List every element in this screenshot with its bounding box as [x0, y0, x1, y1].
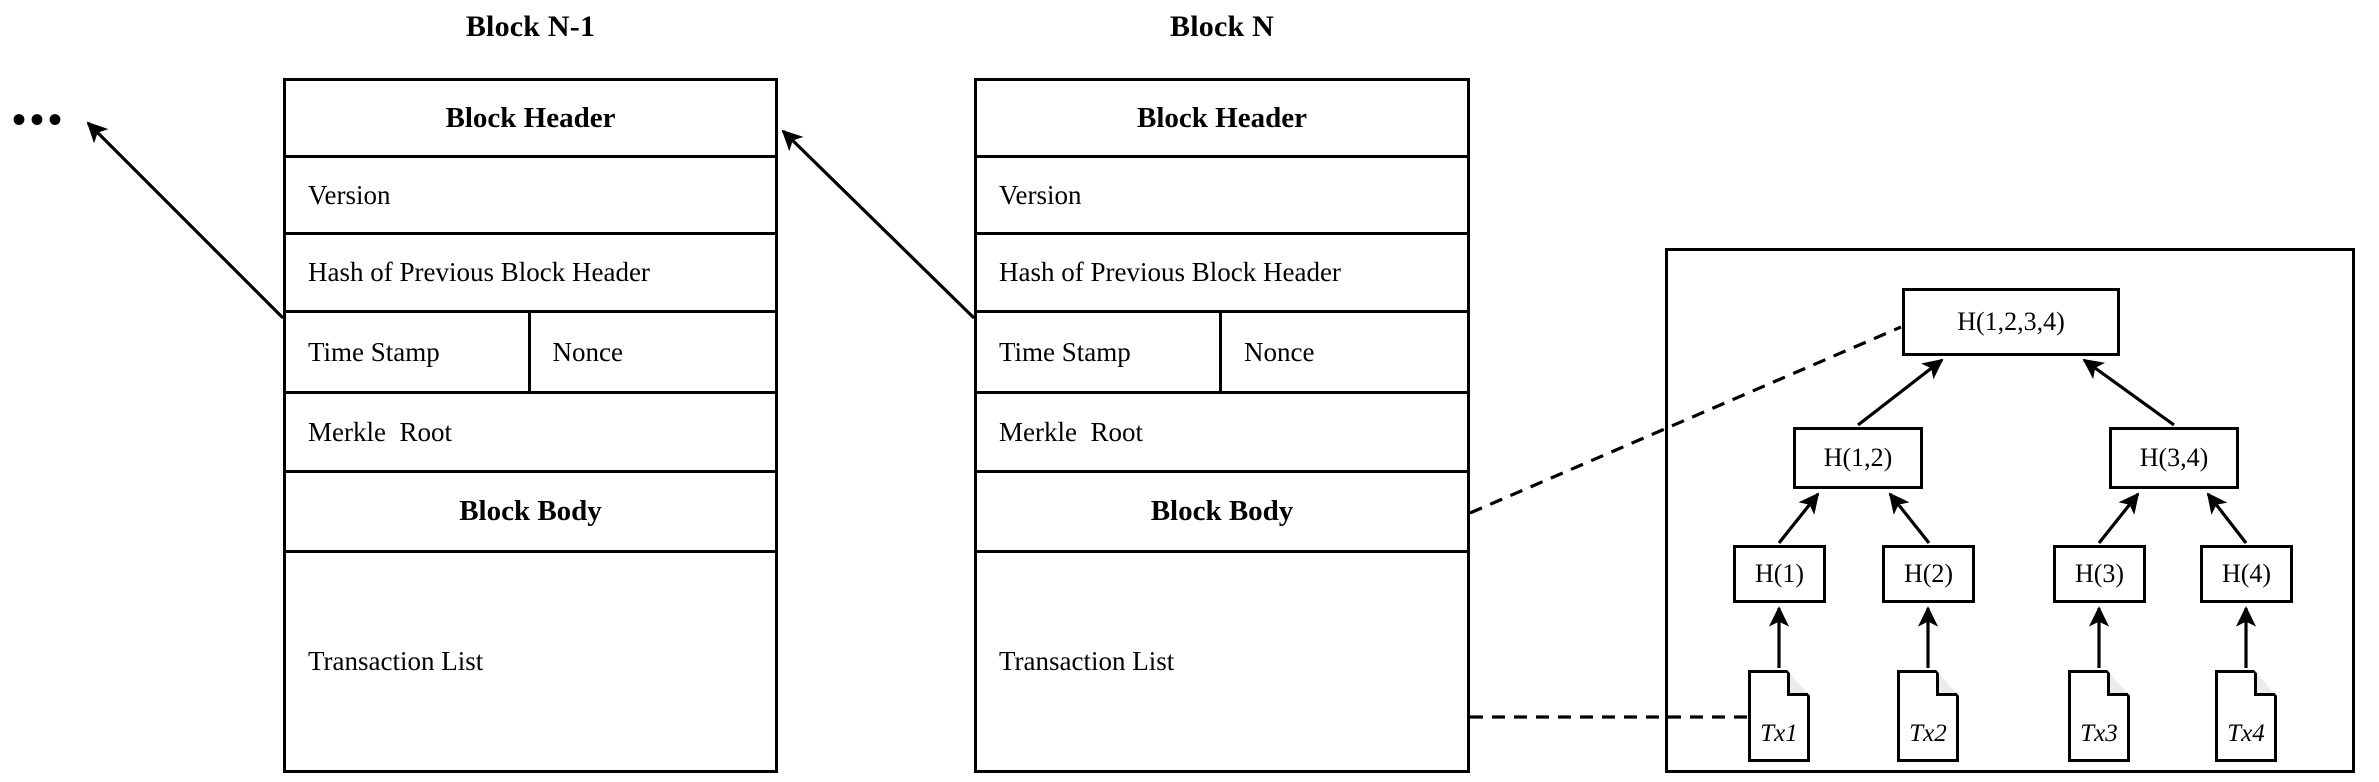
label-tx-list-prev: Transaction List [308, 646, 484, 676]
row-block-body-prev: Block Body [286, 473, 775, 553]
cell-timestamp-prev: Time Stamp [286, 313, 531, 391]
document-icon [1897, 670, 1959, 762]
merkle-node-h1: H(1) [1733, 545, 1826, 603]
merkle-node-h2: H(2) [1882, 545, 1975, 603]
row-prev-hash-curr: Hash of Previous Block Header [977, 235, 1467, 313]
tx-label-2: Tx2 [1909, 720, 1947, 747]
merkle-node-h3: H(3) [2053, 545, 2146, 603]
label-merkle-root-curr: Merkle Root [999, 416, 1143, 447]
label-timestamp-curr: Time Stamp [999, 336, 1131, 367]
cell-timestamp-curr: Time Stamp [977, 313, 1222, 391]
cell-nonce-curr: Nonce [1222, 313, 1467, 391]
tx-document-1: Tx1 [1748, 670, 1810, 762]
tx-document-4: Tx4 [2215, 670, 2277, 762]
label-merkle-root-prev: Merkle Root [308, 416, 452, 447]
label-prev-hash-prev: Hash of Previous Block Header [308, 257, 650, 287]
chain-arrow-to-previous [86, 121, 285, 320]
row-merkle-root-prev: Merkle Root [286, 394, 775, 473]
block-title-prev: Block N-1 [465, 10, 596, 43]
tx-label-3: Tx3 [2080, 720, 2118, 747]
tx-document-3: Tx3 [2068, 670, 2130, 762]
chain-arrow-prev-block [781, 129, 976, 320]
label-version-curr: Version [999, 179, 1082, 210]
row-merkle-root-curr: Merkle Root [977, 394, 1467, 473]
merkle-node-h12: H(1,2) [1793, 427, 1923, 489]
label-block-body-curr: Block Body [1150, 495, 1294, 527]
label-tx-list-curr: Transaction List [999, 646, 1175, 676]
row-timestamp-nonce-prev: Time Stamp Nonce [286, 313, 775, 394]
label-nonce-prev: Nonce [552, 336, 623, 367]
row-block-body-curr: Block Body [977, 473, 1467, 553]
label-block-header-curr: Block Header [1137, 101, 1307, 134]
label-block-header-prev: Block Header [445, 101, 616, 134]
label-prev-hash-curr: Hash of Previous Block Header [999, 257, 1341, 287]
row-version-prev: Version [286, 158, 775, 235]
tx-document-2: Tx2 [1897, 670, 1959, 762]
row-tx-list-prev: Transaction List [286, 553, 775, 770]
document-icon [2068, 670, 2130, 762]
tx-label-4: Tx4 [2227, 720, 2265, 747]
document-icon [1748, 670, 1810, 762]
block-curr: Block Header Version Hash of Previous Bl… [974, 78, 1470, 773]
merkle-node-h4: H(4) [2200, 545, 2293, 603]
row-prev-hash-prev: Hash of Previous Block Header [286, 235, 775, 313]
row-timestamp-nonce-curr: Time Stamp Nonce [977, 313, 1467, 394]
row-block-header-prev: Block Header [286, 81, 775, 158]
label-nonce-curr: Nonce [1244, 336, 1315, 367]
row-version-curr: Version [977, 158, 1467, 235]
document-icon [2215, 670, 2277, 762]
chain-continues-ellipsis: ••• [12, 97, 67, 142]
row-tx-list-curr: Transaction List [977, 553, 1467, 770]
tx-label-1: Tx1 [1760, 720, 1798, 747]
cell-nonce-prev: Nonce [531, 313, 776, 391]
merkle-node-h34: H(3,4) [2109, 427, 2239, 489]
merkle-node-root: H(1,2,3,4) [1902, 288, 2120, 356]
label-version-prev: Version [308, 179, 391, 210]
block-title-curr: Block N [1170, 10, 1274, 43]
label-timestamp-prev: Time Stamp [308, 336, 440, 367]
block-prev: Block Header Version Hash of Previous Bl… [283, 78, 778, 773]
row-block-header-curr: Block Header [977, 81, 1467, 158]
label-block-body-prev: Block Body [459, 495, 602, 527]
